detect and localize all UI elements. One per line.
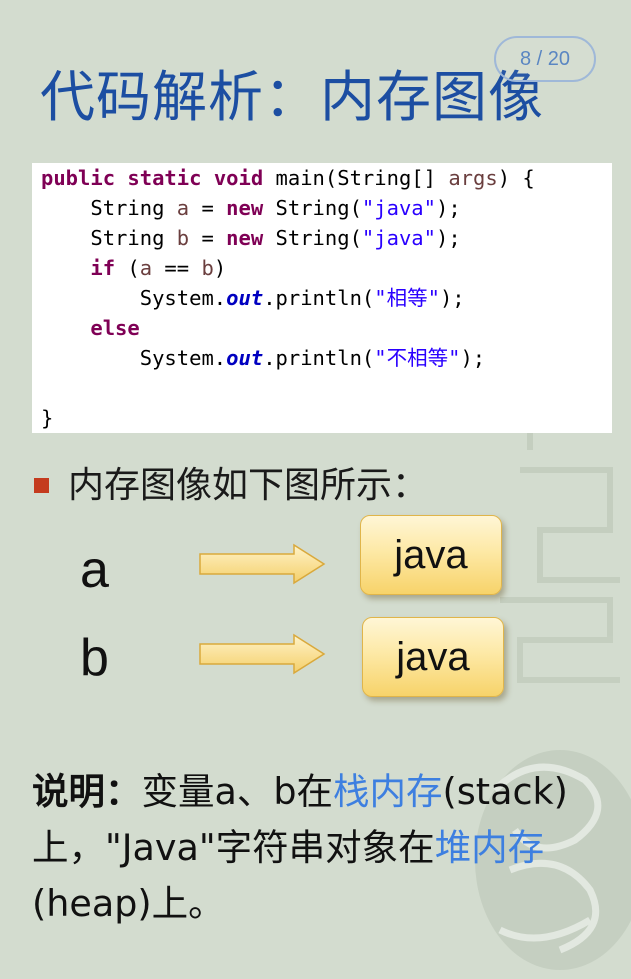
arrow-b-icon xyxy=(199,633,326,675)
slide-title: 代码解析：内存图像 xyxy=(40,65,545,129)
code-line-5: System.out.println("相等"); xyxy=(139,286,465,310)
code-block: public static void main(String[] args) {… xyxy=(32,163,612,433)
page-indicator: 8 / 20 xyxy=(494,36,596,82)
code-line-2: String a = new String("java"); xyxy=(41,196,461,220)
code-line-6: else xyxy=(90,316,140,340)
code-line-9: } xyxy=(41,406,54,430)
arrow-a-icon xyxy=(199,543,326,585)
heap-memory-term: 堆内存 xyxy=(434,826,545,869)
code-line-4: if (a == b) xyxy=(90,256,227,280)
heap-object-b: java xyxy=(362,617,504,697)
stack-memory-term: 栈内存 xyxy=(333,770,443,813)
heap-object-a: java xyxy=(360,515,502,595)
bullet-square xyxy=(34,478,49,493)
variable-b-label: b xyxy=(80,629,109,687)
note-label: 说明： xyxy=(32,770,142,813)
explanation-note: 说明：变量a、b在栈内存(stack)上，"Java"字符串对象在堆内存(hea… xyxy=(32,770,568,925)
code-line-3: String b = new String("java"); xyxy=(41,226,461,250)
code-line-7: System.out.println("不相等"); xyxy=(139,346,486,370)
bullet-text: 内存图像如下图所示： xyxy=(68,465,429,506)
code-line-1: public static void main(String[] args) { xyxy=(41,166,535,190)
variable-a-label: a xyxy=(80,541,109,599)
